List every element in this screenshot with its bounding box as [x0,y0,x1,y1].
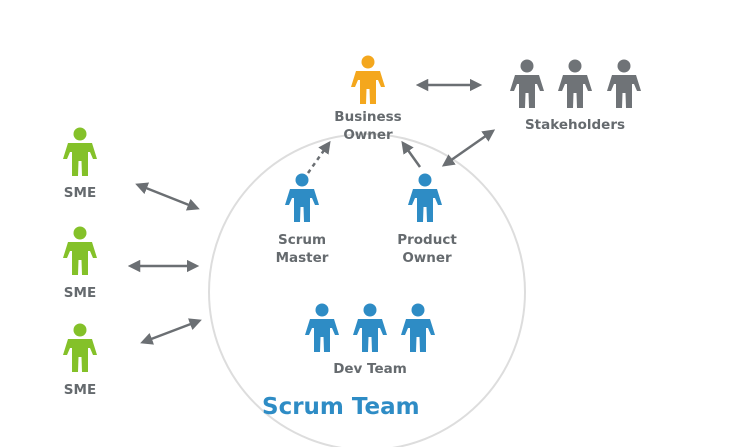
scrum-master-person-icon [285,173,319,222]
sme-person-icon [63,323,97,372]
dev-team-person-icon [401,303,435,352]
arrow-master-business-icon [306,140,331,174]
arrow-sme1-team-icon [135,182,200,211]
arrow-sme3-team-icon [140,318,202,345]
product-owner-label-line2: Owner [402,250,452,266]
product-owner-label-line1: Product [397,232,457,248]
sme-label: SME [63,285,97,301]
sme-label: SME [63,382,97,398]
sme-label: SME [63,185,97,201]
dev-team-person-icon [353,303,387,352]
product-owner-person-icon [408,173,442,222]
stakeholder-person-icon [510,59,544,108]
scrum-master-label-line1: Scrum [277,232,327,248]
stakeholders-label: Stakeholders [524,117,626,133]
business-owner-person-icon [351,55,385,104]
scrum-team-title: Scrum Team [262,394,420,420]
arrow-product-stakeholders-icon [441,129,496,167]
scrum-team-circle [208,133,526,447]
dev-team-person-icon [305,303,339,352]
product-owner-label: Product Owner [380,231,474,267]
scrum-master-label-line2: Master [275,250,329,266]
business-owner-label-line2: Owner [343,127,393,143]
sme-person-icon [63,127,97,176]
stakeholder-person-icon [607,59,641,108]
business-owner-label: Business Owner [318,108,418,144]
business-owner-label-line1: Business [334,109,402,125]
sme-person-icon [63,226,97,275]
stakeholder-person-icon [558,59,592,108]
arrow-product-business-icon [401,140,422,168]
scrum-master-label: Scrum Master [262,231,342,267]
dev-team-label: Dev Team [333,361,407,377]
